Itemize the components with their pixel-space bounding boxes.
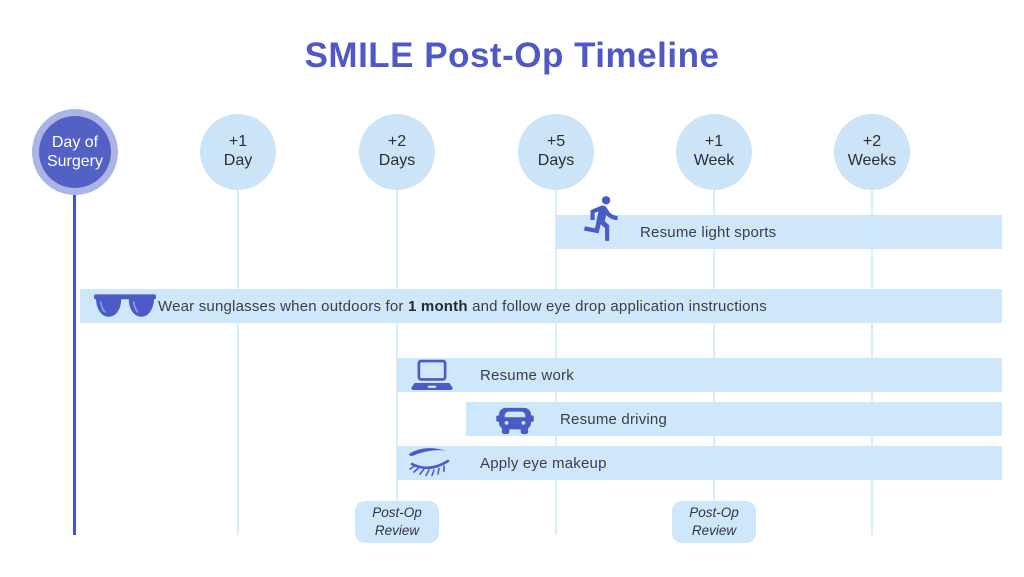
milestone-day-of-surgery-circle: Day of Surgery — [39, 116, 111, 188]
milestone-label-line2: Week — [693, 152, 735, 169]
milestone-plus-2-days: +2 Days — [359, 114, 435, 190]
milestone-plus-2-weeks: +2 Weeks — [834, 114, 910, 190]
milestone-label-line1: +5 — [546, 133, 566, 151]
milestone-label-line2: Days — [378, 152, 416, 169]
eyelash-icon — [409, 448, 450, 477]
bar-label-wear-sunglasses: Wear sunglasses when outdoors for 1 mont… — [158, 297, 767, 315]
milestone-plus-1-week: +1 Week — [676, 114, 752, 190]
runner-icon — [584, 196, 618, 241]
badge-label-line1: Post-Op — [689, 505, 739, 521]
page-title: SMILE Post-Op Timeline — [304, 36, 720, 75]
badge-label-line2: Review — [691, 523, 737, 538]
milestone-label-line1: +2 — [862, 133, 882, 151]
milestone-label-line2: Days — [537, 152, 575, 169]
timeline-line-day-of-surgery — [73, 190, 76, 535]
bar-label-apply-eye-makeup: Apply eye makeup — [480, 454, 607, 472]
postop-review-badge-2: Post-Op Review — [672, 501, 756, 543]
bar-label-resume-work: Resume work — [480, 366, 574, 384]
postop-review-badge-1: Post-Op Review — [355, 501, 439, 543]
badge-label-line2: Review — [374, 523, 420, 538]
laptop-icon — [411, 359, 453, 390]
bar-resume-driving: Resume driving — [466, 402, 1002, 436]
milestone-plus-1-day: +1 Day — [200, 114, 276, 190]
milestone-label-line2: Day — [223, 152, 253, 169]
bar-resume-work: Resume work — [397, 358, 1002, 392]
milestone-label-line2: Surgery — [46, 153, 104, 170]
milestone-plus-5-days: +5 Days — [518, 114, 594, 190]
milestone-label-line1: +1 — [704, 133, 724, 151]
milestone-label-line2: Weeks — [847, 152, 897, 169]
timeline-line-plus-1-day — [237, 190, 239, 535]
bar-apply-eye-makeup: Apply eye makeup — [397, 446, 1002, 480]
milestone-label-line1: +2 — [387, 133, 407, 151]
milestone-label-line1: +1 — [228, 133, 248, 151]
sunglasses-icon — [94, 294, 156, 317]
bar-wear-sunglasses: Wear sunglasses when outdoors for 1 mont… — [80, 289, 1002, 323]
milestone-label-line1: Day of — [51, 133, 99, 151]
bar-label-resume-light-sports: Resume light sports — [640, 223, 777, 241]
milestone-day-of-surgery: Day of Surgery — [32, 109, 118, 195]
bar-resume-light-sports: Resume light sports — [556, 215, 1002, 249]
bar-label-resume-driving: Resume driving — [560, 410, 668, 428]
badge-label-line1: Post-Op — [372, 505, 422, 521]
car-icon — [496, 407, 534, 435]
